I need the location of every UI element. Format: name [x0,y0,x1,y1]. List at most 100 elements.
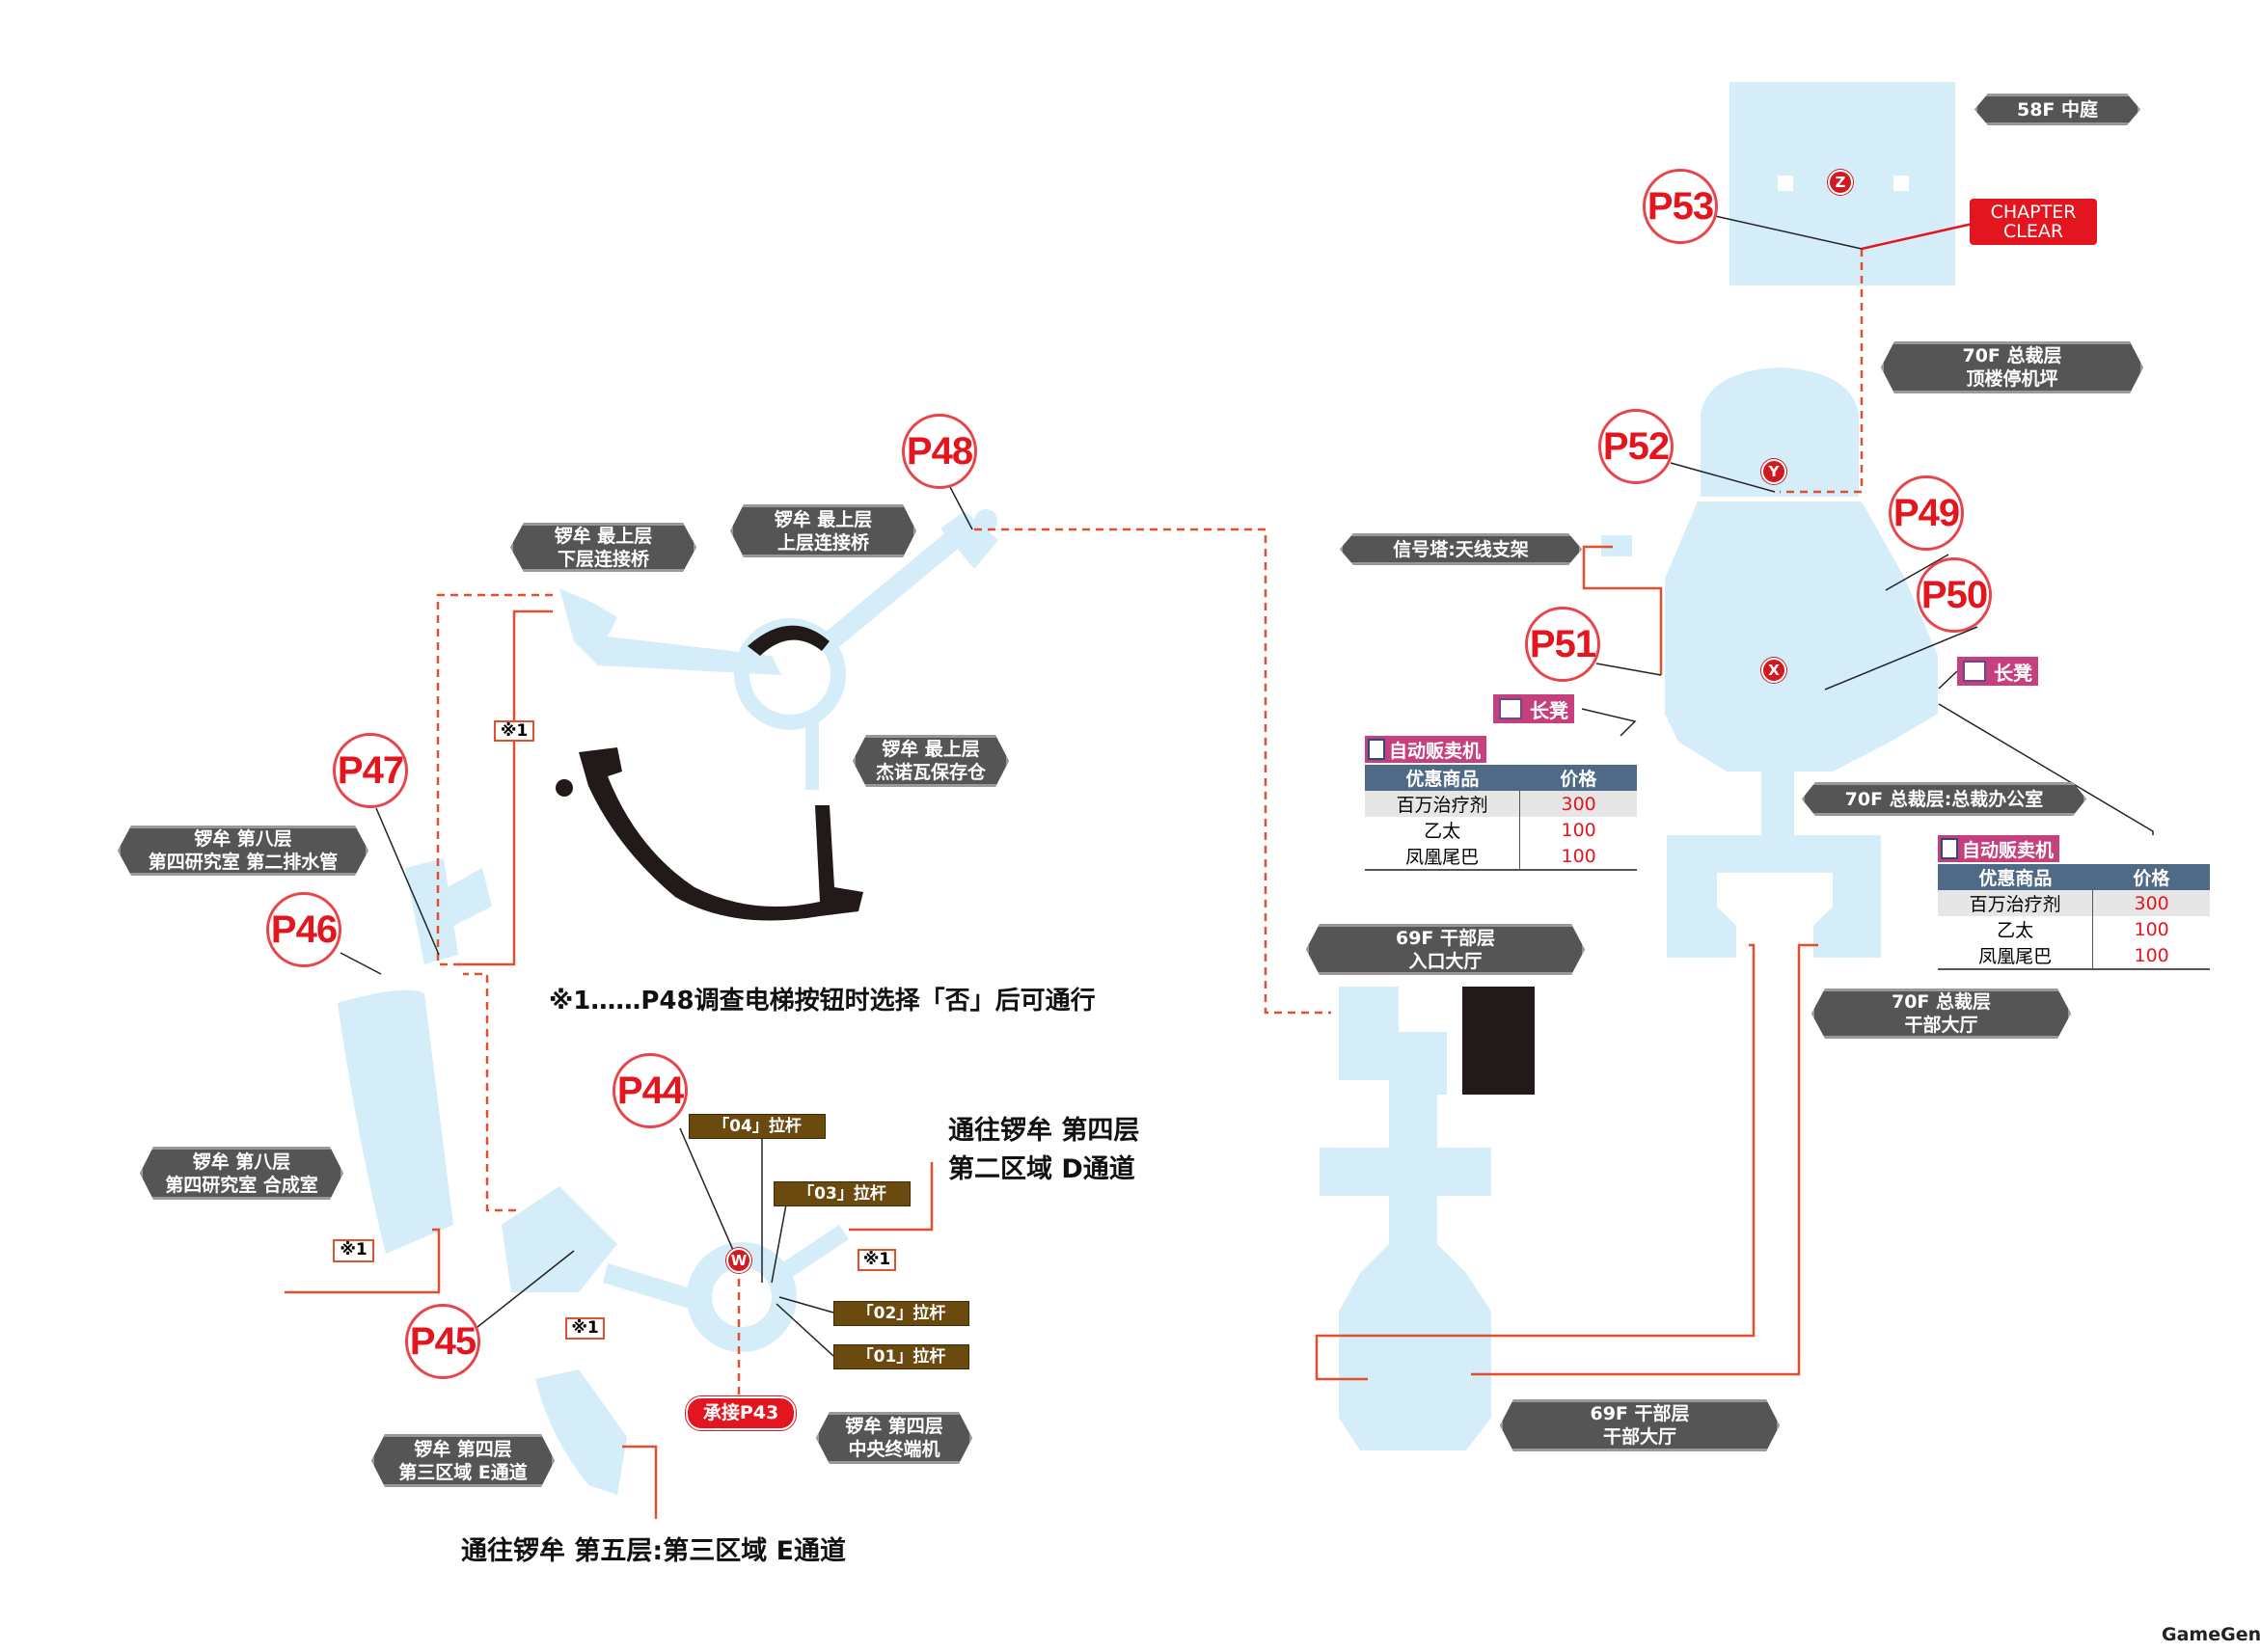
exit-to-f4-d[interactable]: 通往锣牟 第四层第二区域 D通道 [948,1112,1139,1189]
label-line: 顶楼停机坪 [1966,368,2058,390]
badge-line: CLEAR [2002,221,2064,242]
header-price: 价格 [1519,765,1637,791]
vending-machine-icon [1368,739,1385,760]
page-point-p50[interactable]: P50 [1917,557,1992,633]
item: 百万治疗剂 [1365,791,1521,817]
vending-machine-icon [1941,838,1958,859]
label-line: 中央终端机 [848,1439,940,1460]
page-point-p51[interactable]: P51 [1525,607,1600,682]
note-text: ※1……P48调查电梯按钮时选择「否」后可通行 [549,987,1096,1016]
marker-w: W [726,1248,751,1273]
bench-left: 长凳 [1493,694,1574,723]
inaccessible-areas [556,625,1535,1095]
route-lines [285,222,1974,1519]
room-f4-e [535,1369,627,1495]
header-price: 价格 [2092,864,2210,890]
note-mark: ※1 [333,1239,374,1262]
page-point-p45[interactable]: P45 [405,1304,480,1379]
label-58f-courtyard: 58F 中庭 [1974,94,2140,125]
label-signal-tower: 信号塔:天线支架 [1340,533,1582,565]
label-line: 信号塔:天线支架 [1393,538,1529,560]
label-line: 锣牟 最上层 [554,525,653,547]
price: 100 [2134,918,2169,940]
label-f4-e-passage: 锣牟 第四层第三区域 E通道 [371,1434,555,1487]
exit-line: 第二区域 D通道 [948,1154,1135,1184]
bench-right: 长凳 [1957,657,2038,686]
item: 凤凰尾巴 [1938,942,2094,969]
watermark: GameGene [2162,1624,2260,1645]
page-point-p47[interactable]: P47 [333,733,408,808]
badge-line: CHAPTER [1990,202,2077,223]
lever-02: 「02」拉杆 [833,1301,969,1326]
label-line: 69F 干部层 [1590,1403,1690,1424]
bench-label: 长凳 [1530,698,1568,722]
exit-to-f5-e[interactable]: 通往锣牟 第五层:第三区域 E通道 [461,1536,847,1566]
bench-label: 长凳 [1994,661,2032,685]
vending-title-text: 自动贩卖机 [1389,740,1482,762]
header-item: 优惠商品 [1938,864,2093,890]
lever-04: 「04」拉杆 [689,1114,826,1139]
label-line: 69F 干部层 [1395,927,1496,949]
page-point-p44[interactable]: P44 [613,1053,688,1128]
room-f8-synth [338,989,453,1254]
label-line: 58F 中庭 [2016,98,2099,121]
item: 百万治疗剂 [1938,890,2094,916]
continue-from-p43[interactable]: 承接P43 [686,1396,796,1430]
vending-title-text: 自动贩卖机 [1962,839,2055,861]
label-line: 锣牟 第八层 [192,1151,291,1173]
leader-lines [340,215,2154,1357]
note-mark: ※1 [565,1317,605,1340]
label-line: 锣牟 第四层 [414,1438,512,1460]
bench-icon [1499,698,1522,719]
label-line: 锣牟 第四层 [845,1416,943,1437]
room-lower-bridge [559,588,781,675]
label-69f-entrance: 69F 干部层入口大厅 [1306,924,1585,975]
label-top-upper-bridge: 锣牟 最上层上层连接桥 [730,504,916,557]
page-point-p53[interactable]: P53 [1643,169,1718,244]
label-line: 杰诺瓦保存仓 [875,762,986,783]
label-line: 70F 总裁层 [1891,991,1992,1013]
room-70f-exec-hall [1667,835,1881,958]
marker-z: Z [1828,170,1853,195]
price: 300 [2092,890,2210,916]
label-top-lower-bridge: 锣牟 最上层下层连接桥 [510,523,696,572]
room-70f-office [1665,501,1938,772]
item: 凤凰尾巴 [1365,843,1521,870]
label-line: 70F 总裁层 [1962,345,2062,366]
page-point-p52[interactable]: P52 [1598,409,1674,484]
note-mark: ※1 [494,720,534,742]
table-row: 乙太 100 [1938,916,2210,942]
bench-icon [1963,661,1986,682]
label-70f-heliport: 70F 总裁层顶楼停机坪 [1881,341,2143,393]
label-line: 入口大厅 [1408,950,1483,972]
label-line: 干部大厅 [1602,1426,1676,1448]
item: 乙太 [1938,916,2094,942]
vending-title: 自动贩卖机 [1938,835,2060,862]
item: 乙太 [1365,817,1521,843]
page-point-p46[interactable]: P46 [266,892,341,967]
marker-x: X [1761,658,1786,683]
room-f4-west [502,1186,617,1292]
page-point-p49[interactable]: P49 [1889,475,1964,551]
map-rooms [338,82,1955,1495]
label-70f-exec-hall: 70F 总裁层干部大厅 [1811,988,2071,1039]
label-f8-synth: 锣牟 第八层第四研究室 合成室 [140,1147,343,1200]
lever-03: 「03」拉杆 [774,1181,911,1206]
label-69f-exec-hall: 69F 干部层干部大厅 [1500,1399,1780,1451]
page-point-p48[interactable]: P48 [902,414,977,489]
vending-title: 自动贩卖机 [1365,736,1487,763]
label-f8-drain: 锣牟 第八层第四研究室 第二排水管 [118,826,368,876]
header-item: 优惠商品 [1365,765,1520,791]
lever-01: 「01」拉杆 [833,1344,969,1369]
exit-line: 通往锣牟 第四层 [948,1116,1140,1146]
